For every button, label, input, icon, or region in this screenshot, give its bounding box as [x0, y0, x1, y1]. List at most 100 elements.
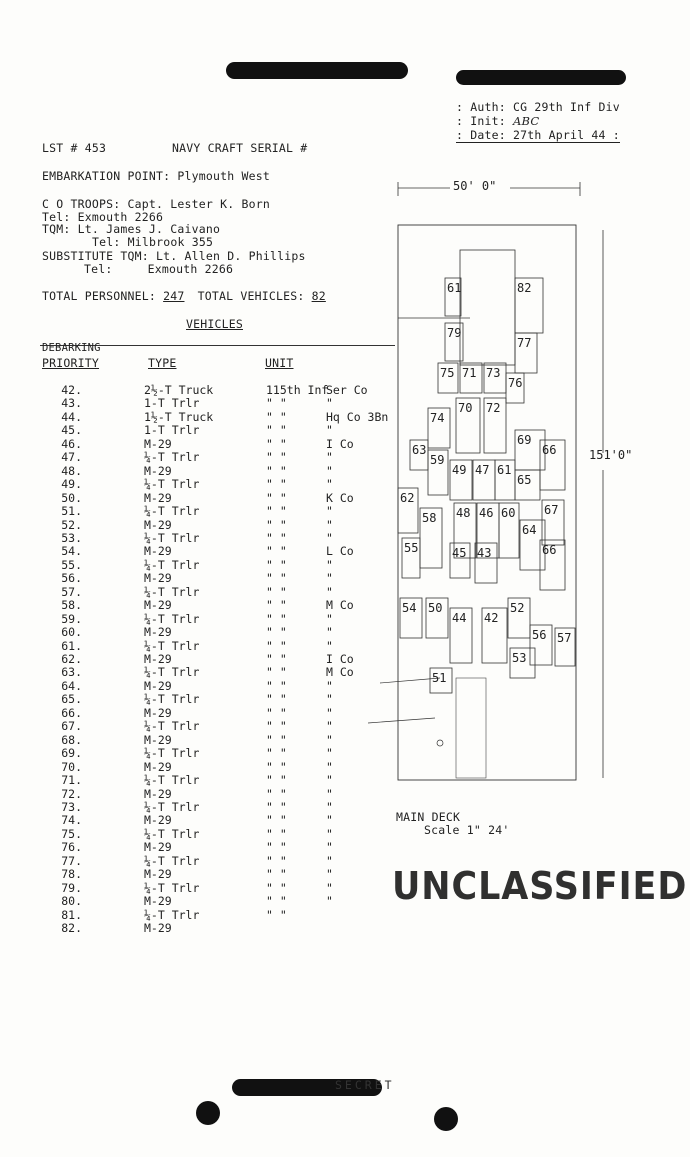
priority-cell: 72.: [61, 786, 82, 801]
table-row: 48.M-29" "": [36, 463, 396, 478]
vehicles-label: TOTAL VEHICLES:: [197, 289, 305, 303]
priority-cell: 61.: [61, 638, 82, 653]
company-cell: ": [326, 853, 333, 868]
company-cell: ": [326, 786, 333, 801]
table-row: 60.M-29" "": [36, 625, 396, 640]
table-row: 79.¼-T Trlr" "": [36, 880, 396, 895]
type-cell: ¼-T Trlr: [144, 477, 200, 492]
vehicle-slot-label: 74: [430, 411, 444, 425]
priority-cell: 48.: [61, 463, 82, 478]
priority-cell: 56.: [61, 571, 82, 586]
priority-cell: 49.: [61, 477, 82, 492]
vehicle-slot-box: [427, 449, 449, 496]
vehicle-slot-label: 65: [517, 473, 531, 487]
vehicle-slot-label: 59: [430, 453, 444, 467]
unit-cell: " ": [266, 571, 287, 586]
punch-hole: [196, 1101, 220, 1125]
priority-cell: 53.: [61, 530, 82, 545]
vehicle-slot-label: 51: [432, 671, 446, 685]
company-cell: ": [326, 450, 333, 465]
company-cell: ": [326, 880, 333, 895]
vehicle-slot-label: 77: [517, 336, 531, 350]
unit-cell: " ": [266, 423, 287, 438]
vehicle-slot-label: 64: [522, 523, 536, 537]
priority-cell: 77.: [61, 853, 82, 868]
type-cell: M-29: [144, 813, 172, 828]
vehicle-slot-box: [541, 499, 565, 546]
table-row: 71.¼-T Trlr" "": [36, 773, 396, 787]
vehicle-slot-label: 60: [501, 506, 515, 520]
type-cell: M-29: [144, 705, 172, 720]
vehicle-slot-box: [474, 542, 498, 584]
table-row: 58.M-29" "M Co: [36, 598, 396, 612]
vehicle-slot-label: 52: [510, 601, 524, 615]
vehicle-slot-label: 73: [486, 366, 500, 380]
personnel-value: 247: [163, 289, 185, 303]
priority-cell: 50.: [61, 490, 82, 505]
unit-cell: " ": [266, 880, 287, 895]
elevator: [455, 677, 487, 779]
unit-cell: " ": [266, 705, 287, 720]
unit-cell: " ": [266, 719, 287, 734]
vehicle-slot-box: [444, 322, 464, 362]
type-cell: 1-T Trlr: [144, 396, 200, 411]
redaction-bar: [456, 70, 626, 85]
vehicle-slot-label: 57: [557, 631, 571, 645]
priority-cell: 62.: [61, 652, 82, 666]
type-cell: ¼-T Trlr: [144, 826, 200, 841]
type-cell: ¼-T Trlr: [144, 450, 200, 465]
unit-cell: " ": [266, 799, 287, 814]
vehicle-slot-label: 72: [486, 401, 500, 415]
unit-cell: " ": [266, 907, 287, 922]
table-row: 52.M-29" "": [36, 517, 396, 532]
vehicle-slot-box: [539, 539, 566, 591]
priority-cell: 46.: [61, 436, 82, 451]
unit-cell: " ": [266, 436, 287, 451]
vehicle-slot-label: 71: [462, 366, 476, 380]
vehicle-slot-label: 49: [452, 463, 466, 477]
hatch: [459, 249, 516, 366]
vehicle-slot-label: 82: [517, 281, 531, 295]
table-row: 53.¼-T Trlr" "": [36, 530, 396, 545]
priority-cell: 47.: [61, 450, 82, 465]
vehicle-slot-box: [437, 362, 459, 394]
priority-cell: 60.: [61, 625, 82, 640]
vehicle-slot-label: 50: [428, 601, 442, 615]
auth-block: : Auth: CG 29th Inf Div : Init: ABC : Da…: [456, 100, 620, 143]
redaction-bar: [226, 62, 408, 79]
unit-cell: " ": [266, 409, 287, 424]
type-cell: M-29: [144, 921, 172, 935]
vehicle-slot-box: [455, 397, 481, 454]
table-row: 45.1-T Trlr" "": [36, 423, 396, 438]
type-cell: M-29: [144, 840, 172, 855]
unit-cell: " ": [266, 504, 287, 519]
priority-cell: 74.: [61, 813, 82, 828]
company-cell: ": [326, 571, 333, 586]
unit-cell: " ": [266, 517, 287, 532]
unit-cell: " ": [266, 611, 287, 626]
unit-cell: " ": [266, 625, 287, 640]
company-cell: ": [326, 463, 333, 478]
priority-cell: 63.: [61, 665, 82, 680]
unit-cell: " ": [266, 759, 287, 774]
priority-cell: 55.: [61, 557, 82, 572]
deck-caption: MAIN DECK: [396, 810, 461, 824]
unit-cell: " ": [266, 665, 287, 680]
unit-cell: " ": [266, 813, 287, 828]
type-cell: 2½-T Truck: [144, 383, 214, 397]
company-cell: ": [326, 732, 333, 747]
type-cell: ¼-T Trlr: [144, 638, 200, 653]
company-cell: ": [326, 557, 333, 572]
company-cell: ": [326, 423, 333, 438]
table-row: 73.¼-T Trlr" "": [36, 799, 396, 814]
priority-cell: 75.: [61, 826, 82, 841]
table-row: 55.¼-T Trlr" "": [36, 557, 396, 572]
table-row: 74.M-29" "": [36, 813, 396, 828]
vehicle-slot-label: 62: [400, 491, 414, 505]
priority-cell: 81.: [61, 907, 82, 922]
unit-cell: " ": [266, 678, 287, 693]
